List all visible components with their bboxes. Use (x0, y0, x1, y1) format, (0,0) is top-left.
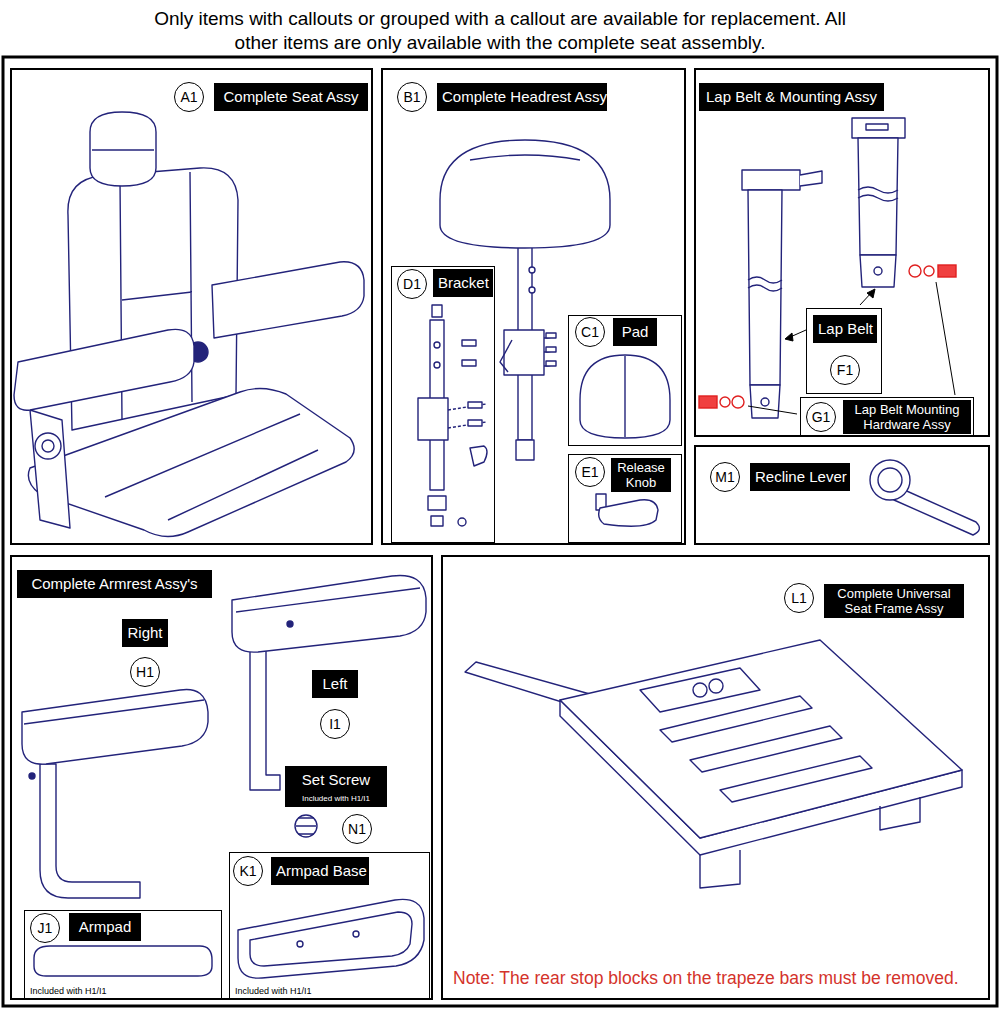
part-label: Recline Lever (750, 463, 850, 491)
callout-number: M1 (711, 463, 739, 491)
recline-lever-drawing (870, 460, 979, 535)
part-label: Release Knob (611, 458, 671, 492)
callout-circle: D1 (397, 269, 427, 299)
part-label: Pad (613, 318, 657, 346)
part-label: Armpad Base (271, 857, 369, 885)
part-label: Bracket (433, 269, 493, 297)
parts-panel: Recline Lever M1 (694, 445, 990, 545)
callout-number: I1 (321, 710, 349, 738)
callout-circle: I1 (320, 709, 350, 739)
pad-drawing (580, 355, 670, 438)
bracket-drawing (418, 305, 487, 526)
callout-number: C1 (576, 318, 604, 346)
armrest-drawing (22, 575, 426, 898)
callout-circle: M1 (710, 462, 740, 492)
callout-circle: L1 (784, 583, 814, 613)
callout-number: A1 (175, 83, 203, 111)
callout-number: H1 (131, 658, 159, 686)
part-label: Complete Seat Assy (214, 83, 368, 111)
lap-belt-drawing (742, 118, 905, 418)
leader-lines (748, 282, 955, 414)
label-group: LeftI1 (310, 667, 362, 739)
part-box: Armpad BaseIncluded with H1/I1 K1 (229, 852, 430, 999)
callout-number: N1 (343, 815, 371, 843)
outer-frame (3, 57, 997, 1006)
part-label: Complete Universal Seat Frame Assy (824, 584, 964, 618)
callout-number: E1 (576, 458, 604, 486)
label-group: Set ScrewIncluded with H1/I1N1 (285, 764, 389, 848)
note-text: Note: The rear stop blocks on the trapez… (453, 967, 985, 989)
part-label: Complete Armrest Assy's (17, 570, 212, 598)
part-box: Lap Belt Mounting Hardware Assy G1 (800, 397, 974, 436)
part-label: Right (122, 619, 168, 647)
callout-circle: A1 (174, 82, 204, 112)
parts-panel: Lap Belt & Mounting AssyLap BeltF1Lap Be… (694, 68, 990, 437)
callout-number: D1 (398, 270, 426, 298)
parts-panel: Complete Universal Seat Frame AssyNote: … (441, 555, 990, 1000)
part-label: Lap Belt Mounting Hardware Assy (843, 400, 971, 434)
parts-panel: Complete Armrest Assy'sRightH1LeftI1Set … (10, 555, 433, 1000)
callout-circle: N1 (342, 814, 372, 844)
callout-number: B1 (398, 83, 426, 111)
page-title: Only items with callouts or grouped with… (132, 7, 868, 55)
callout-circle: C1 (575, 317, 605, 347)
note-text: Included with H1/I1 (30, 986, 180, 997)
callout-circle: B1 (397, 82, 427, 112)
parts-panel: Complete Seat Assy A1 (10, 68, 373, 545)
part-sublabel: Included with H1/I1 (285, 794, 387, 807)
callout-circle: H1 (130, 657, 160, 687)
parts-panel: Complete Headrest AssyB1BracketD1PadC1Re… (381, 68, 686, 545)
part-label: Left (312, 670, 358, 698)
callout-number: K1 (234, 857, 262, 885)
part-box: ArmpadIncluded with H1/I1 J1 (24, 910, 222, 999)
part-label: Armpad (69, 913, 141, 941)
part-box: Pad C1 (568, 315, 682, 446)
part-box: Lap BeltF1 (806, 308, 882, 394)
part-box: Release KnobE1 (568, 454, 682, 543)
callout-circle: J1 (30, 913, 60, 943)
callout-circle: E1 (575, 457, 605, 487)
callout-number: G1 (807, 403, 835, 431)
seat-frame-drawing (465, 640, 962, 888)
part-label: Lap Belt (813, 315, 877, 343)
note-text: Included with H1/I1 (235, 986, 385, 997)
callout-number: F1 (831, 356, 859, 384)
label-group: RightH1 (120, 617, 172, 689)
part-box: BracketD1 (391, 266, 495, 543)
callout-circle: K1 (233, 856, 263, 886)
callout-number: J1 (31, 914, 59, 942)
part-label: Lap Belt & Mounting Assy (699, 83, 884, 111)
callout-circle: G1 (806, 402, 836, 432)
callout-circle: F1 (830, 355, 860, 385)
release-knob-drawing (596, 494, 658, 526)
hardware-drawing (699, 265, 956, 408)
callout-number: L1 (785, 584, 813, 612)
complete-seat-drawing (14, 112, 364, 537)
part-label: Set Screw (285, 766, 387, 794)
part-label: Complete Headrest Assy (437, 83, 607, 111)
